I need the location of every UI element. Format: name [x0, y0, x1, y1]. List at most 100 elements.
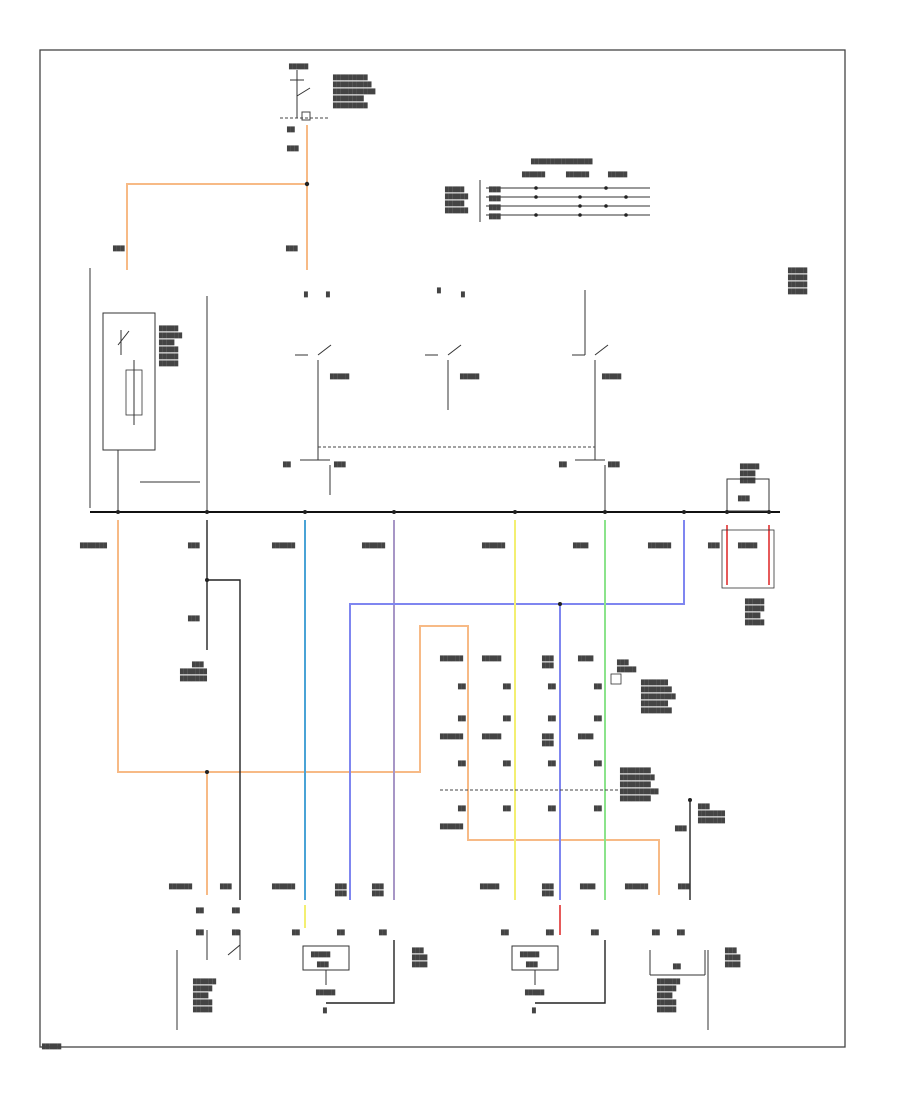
svg-text:████████: ████████	[619, 795, 651, 802]
svg-text:██: ██	[502, 683, 511, 690]
svg-text:██: ██	[457, 715, 466, 722]
svg-text:██: ██	[547, 683, 556, 690]
svg-text:█████: █████	[524, 989, 544, 996]
svg-text:████: ████	[192, 992, 209, 999]
svg-text:██: ██	[286, 126, 295, 133]
svg-text:██████: ██████	[271, 542, 295, 549]
svg-text:██: ██	[593, 715, 602, 722]
svg-text:████: ████	[724, 954, 741, 961]
unit-label-top-right: █████	[787, 267, 807, 274]
svg-text:███████: ███████	[640, 679, 668, 686]
svg-text:███: ███	[525, 961, 538, 968]
svg-text:██████: ██████	[481, 542, 505, 549]
svg-text:███: ███	[112, 245, 125, 252]
svg-text:██: ██	[378, 929, 387, 936]
svg-text:█████: █████	[459, 373, 479, 380]
svg-text:█████: █████	[158, 346, 178, 353]
svg-text:██: ██	[593, 760, 602, 767]
svg-text:█████████: █████████	[332, 102, 368, 109]
svg-text:████: ████	[572, 542, 589, 549]
svg-text:███: ███	[371, 890, 384, 897]
svg-text:█████: █████	[444, 186, 464, 193]
svg-text:██: ██	[547, 715, 556, 722]
mirror-switch-unit: █████ ██████ ████ █████ █████ █████ ████…	[89, 268, 780, 513]
svg-text:███: ███	[334, 890, 347, 897]
svg-text:██████████: ██████████	[619, 788, 659, 795]
svg-text:██████: ██████	[158, 332, 182, 339]
wire-black-defog: ███ ███ ███████ ███████	[179, 520, 241, 900]
svg-text:███: ███	[737, 495, 750, 502]
svg-text:███: ███	[541, 733, 554, 740]
svg-text:███: ███	[616, 659, 629, 666]
svg-text:██: ██	[231, 907, 240, 914]
svg-text:█████: █████	[519, 951, 539, 958]
svg-text:█████: █████	[616, 666, 636, 673]
svg-text:████: ████	[411, 961, 428, 968]
svg-text:█████: █████	[744, 619, 764, 626]
svg-text:██████: ██████	[192, 978, 216, 985]
svg-text:█████: █████	[192, 999, 212, 1006]
svg-text:███: ███	[677, 883, 690, 890]
svg-text:██: ██	[558, 461, 567, 468]
svg-text:█████████: █████████	[619, 774, 655, 781]
svg-text:█████: █████	[315, 989, 335, 996]
svg-text:███: ███	[187, 542, 200, 549]
svg-text:██: ██	[195, 907, 204, 914]
svg-text:███: ███	[333, 461, 346, 468]
defogger-indicator: █████ ████ ████ ███ █████ █████ ████ ███…	[721, 463, 775, 626]
svg-text:████: ████	[656, 992, 673, 999]
svg-text:████████████████: ████████████████	[530, 158, 593, 165]
svg-text:██████: ██████	[439, 733, 463, 740]
svg-text:██████: ██████	[439, 823, 463, 830]
svg-text:███: ███	[488, 195, 501, 202]
svg-text:███: ███	[674, 825, 687, 832]
svg-text:███████: ███████	[640, 700, 668, 707]
svg-text:████: ████	[739, 470, 756, 477]
svg-text:██████: ██████	[271, 883, 295, 890]
svg-text:███: ███	[219, 883, 232, 890]
svg-text:███: ███	[541, 883, 554, 890]
svg-text:████████: ████████	[619, 781, 651, 788]
svg-text:█████: █████	[739, 463, 759, 470]
defogger-relay: ███ ███████ ███████ ███	[674, 798, 725, 900]
svg-text:███: ███	[187, 615, 200, 622]
svg-text:█: █	[531, 1007, 536, 1014]
svg-text:███████████: ███████████	[332, 88, 375, 95]
svg-text:██████: ██████	[439, 655, 463, 662]
svg-text:█████: █████	[601, 373, 621, 380]
svg-text:█████: █████	[158, 325, 178, 332]
svg-text:████: ████	[724, 961, 741, 968]
wire-periwinkle	[349, 520, 685, 900]
svg-text:██████: ██████	[444, 193, 468, 200]
svg-text:█████: █████	[192, 1006, 212, 1013]
svg-text:████████: ████████	[640, 707, 672, 714]
svg-text:████: ████	[411, 954, 428, 961]
svg-text:███: ███	[285, 245, 298, 252]
svg-text:██: ██	[457, 805, 466, 812]
svg-text:██████████: ██████████	[332, 81, 372, 88]
svg-text:████: ████	[158, 339, 175, 346]
bus-connector-labels: ███████ ███ ██████ ██████ ██████ ████ ██…	[79, 510, 771, 549]
svg-text:██████: ██████	[647, 542, 671, 549]
svg-text:███: ███	[707, 542, 720, 549]
svg-text:██: ██	[282, 461, 291, 468]
switch-position-table: ████████████████ ██████ ██████ █████ ███…	[444, 158, 650, 222]
right-mirror-motor: █████ ███ █████ █	[511, 940, 606, 1014]
svg-text:█████: █████	[192, 985, 212, 992]
svg-text:█████: █████	[444, 200, 464, 207]
left-defogger-switch: ██████ █████ ████ █████ █████	[176, 930, 241, 1030]
svg-text:██: ██	[593, 683, 602, 690]
svg-text:███: ███	[607, 461, 620, 468]
junction-connectors: ██████ █████ ███ ███ ████ ███ █████ ████…	[439, 655, 676, 830]
svg-text:██: ██	[500, 929, 509, 936]
bottom-connector-labels: ██████ ███ ██████ ███ ███ ███ ███ █████ …	[168, 883, 690, 936]
svg-text:███: ███	[371, 883, 384, 890]
svg-text:██: ██	[545, 929, 554, 936]
svg-text:█████: █████	[479, 883, 499, 890]
svg-text:█████: █████	[607, 171, 627, 178]
svg-text:███████: ███████	[79, 542, 107, 549]
svg-text:███: ███	[191, 661, 204, 668]
svg-text:███████: ███████	[697, 817, 725, 824]
